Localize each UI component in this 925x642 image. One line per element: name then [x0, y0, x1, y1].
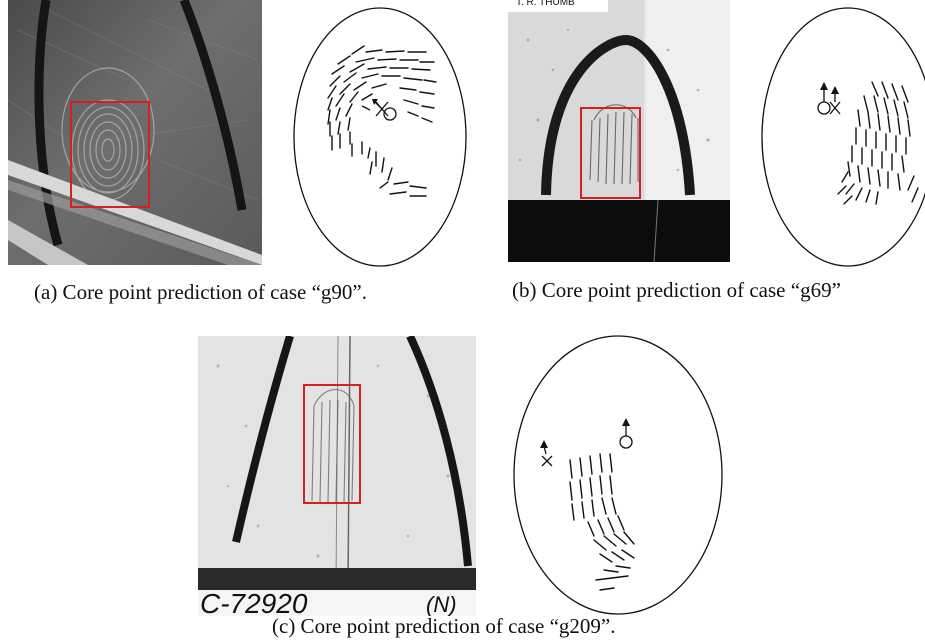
orientation-field-ellipse-c	[512, 334, 724, 616]
region-of-interest-box	[70, 101, 150, 208]
caption-c: (c) Core point prediction of case “g209”…	[272, 614, 616, 638]
region-of-interest-box	[303, 384, 361, 504]
caption-b: (b) Core point prediction of case “g69”	[512, 278, 841, 302]
photo-footer-text: C-72920	[200, 588, 308, 616]
orientation-field-ellipse-a	[292, 6, 468, 268]
photo-footer-text-right: (N)	[426, 592, 457, 616]
region-of-interest-box	[580, 107, 641, 199]
latent-fingerprint-image-b: T. R. THUMB	[508, 0, 730, 262]
latent-fingerprint-image-a	[8, 0, 262, 265]
caption-a: (a) Core point prediction of case “g90”.	[34, 280, 367, 304]
orientation-field-ellipse-b	[760, 6, 925, 268]
photo-header-text: T. R. THUMB	[516, 0, 575, 8]
latent-fingerprint-image-c: C-72920 (N)	[198, 336, 476, 616]
